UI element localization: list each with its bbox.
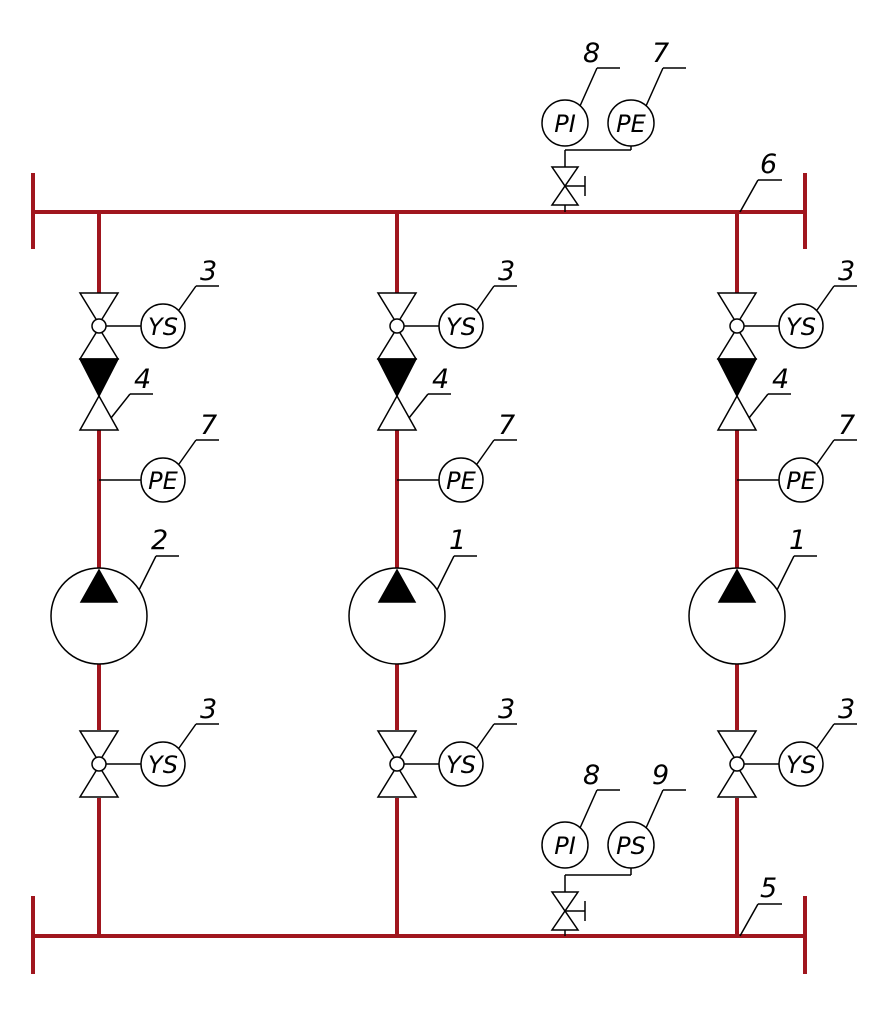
pump-label: 1 <box>449 525 466 556</box>
pressure-transmitter-icon <box>438 457 484 503</box>
pressure-transmitter-tag: PE <box>148 467 178 495</box>
pump-icon: 1 <box>348 525 477 665</box>
manual-valve-icon <box>550 891 586 931</box>
callout-check-valve: 4 <box>772 364 789 395</box>
callout-actuated-valve: 3 <box>498 256 515 287</box>
header-callouts: 6 5 <box>739 149 782 937</box>
actuator-icon <box>140 741 186 787</box>
actuator-tag: YS <box>446 751 476 779</box>
discharge-valve-icon: YS 3 <box>376 256 517 360</box>
actuator-tag: YS <box>786 751 816 779</box>
callout-suction-header: 5 <box>760 873 777 904</box>
actuator-tag: YS <box>446 313 476 341</box>
callout-pressure-gauge: 8 <box>583 38 600 69</box>
manual-valve-icon <box>550 166 586 206</box>
check-valve-icon: 4 <box>716 358 791 431</box>
pressure-indicator-icon <box>541 99 589 147</box>
actuator-icon <box>140 303 186 349</box>
pressure-transmitter-tag: PE <box>616 110 646 138</box>
callout-actuated-valve: 3 <box>200 256 217 287</box>
callout-pressure-transmitter: 7 <box>200 410 217 441</box>
pressure-switch-tag: PS <box>616 832 646 860</box>
suction-instrument-branch: PI PS 8 9 <box>541 760 686 936</box>
callout-actuated-valve: 3 <box>838 256 855 287</box>
discharge-valve-icon: YS 3 <box>78 256 219 360</box>
actuator-icon <box>438 303 484 349</box>
callout-pressure-switch: 9 <box>652 760 669 791</box>
pressure-indicator-icon <box>541 821 589 869</box>
actuator-tag: YS <box>148 751 178 779</box>
discharge-instrument-branch: PI PE 8 7 <box>541 38 686 212</box>
actuator-icon <box>778 303 824 349</box>
pressure-indicator-tag: PI <box>554 110 576 138</box>
actuator-tag: YS <box>148 313 178 341</box>
pump-icon: 1 <box>688 525 817 665</box>
pump-label: 1 <box>789 525 806 556</box>
pressure-indicator-tag: PI <box>554 832 576 860</box>
callout-pressure-gauge: 8 <box>583 760 600 791</box>
callout-check-valve: 4 <box>432 364 449 395</box>
suction-valve-icon: YS 3 <box>716 694 857 798</box>
pressure-switch-icon <box>607 821 655 869</box>
pressure-transmitter-tag: PE <box>446 467 476 495</box>
discharge-header <box>31 173 807 249</box>
suction-header <box>31 896 807 974</box>
pressure-transmitter-icon <box>607 99 655 147</box>
callout-pressure-transmitter: 7 <box>838 410 855 441</box>
callout-actuated-valve: 3 <box>200 694 217 725</box>
check-valve-icon: 4 <box>78 358 153 431</box>
callout-discharge-header: 6 <box>760 149 777 180</box>
callout-actuated-valve: 3 <box>498 694 515 725</box>
actuator-icon <box>778 741 824 787</box>
suction-valve-icon: YS 3 <box>78 694 219 798</box>
discharge-valve-icon: YS 3 <box>716 256 857 360</box>
suction-valve-icon: YS 3 <box>376 694 517 798</box>
actuator-tag: YS <box>786 313 816 341</box>
callout-actuated-valve: 3 <box>838 694 855 725</box>
pump-label: 2 <box>151 525 168 556</box>
callout-pressure-transmitter: 7 <box>498 410 515 441</box>
actuator-icon <box>438 741 484 787</box>
pump-icon: 2 <box>50 525 179 665</box>
check-valve-icon: 4 <box>376 358 451 431</box>
callout-check-valve: 4 <box>134 364 151 395</box>
callout-pressure-transmitter: 7 <box>652 38 669 69</box>
pressure-transmitter-icon <box>778 457 824 503</box>
pressure-transmitter-tag: PE <box>786 467 816 495</box>
pressure-transmitter-icon <box>140 457 186 503</box>
